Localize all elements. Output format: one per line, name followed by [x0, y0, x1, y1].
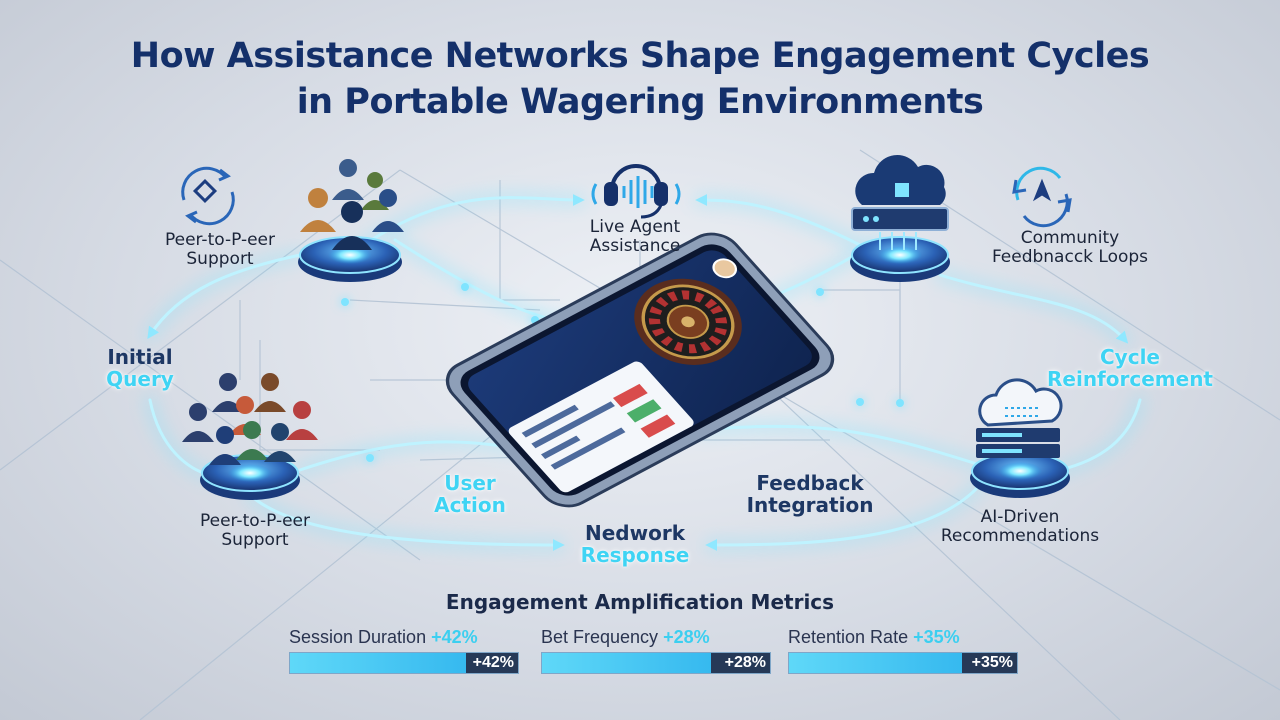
metric-bar-fill	[290, 653, 466, 673]
label-line: Feedback	[756, 471, 864, 495]
metric-label: Retention Rate	[788, 627, 909, 647]
metric-bar-label: +35%	[971, 654, 1013, 671]
node-pad-community	[850, 236, 950, 282]
metric-value: +35%	[913, 627, 960, 647]
metric-bar-label: +42%	[472, 654, 514, 671]
label-line: Reinforcement	[1047, 367, 1213, 391]
roulette-wheel-icon	[634, 278, 742, 365]
label-line: Query	[106, 367, 174, 391]
node-pad-peer-top	[298, 236, 402, 282]
metric-header: Bet Frequency +28%	[541, 627, 771, 648]
metric-value: +28%	[663, 627, 710, 647]
label-peer-support-bottom: Peer-to-P-eer Support	[150, 512, 360, 549]
metric-label: Bet Frequency	[541, 627, 659, 647]
label-ai-recommendations: AI-Driven Recommendations	[910, 508, 1130, 545]
metric-bar-fill	[789, 653, 963, 673]
label-line: Support	[221, 529, 289, 550]
cloud-server-icon	[851, 155, 949, 250]
people-group-icon	[300, 159, 404, 250]
metric-session-duration: Session Duration +42% +42%	[289, 627, 519, 674]
label-line: Feedbnacck Loops	[991, 246, 1149, 267]
metric-bar: +28%	[541, 652, 771, 674]
metric-bar: +35%	[788, 652, 1018, 674]
metric-bar: +42%	[289, 652, 519, 674]
label-line: User	[444, 471, 496, 495]
metric-retention-rate: Retention Rate +35% +35%	[788, 627, 1018, 674]
label-line: Cycle	[1100, 345, 1160, 369]
smartphone-icon	[445, 232, 835, 508]
refresh-diamond-icon	[181, 166, 235, 226]
label-line: AI-Driven	[980, 507, 1060, 527]
label-line: Community	[1020, 228, 1120, 248]
label-line: Recommendations	[940, 525, 1100, 546]
page-title-line-1: How Assistance Networks Shape Engagement…	[130, 36, 1150, 76]
label-line: Nedwork	[585, 521, 685, 545]
label-line: Response	[580, 543, 690, 567]
node-pad-ai	[970, 452, 1070, 498]
label-peer-support-top: Peer-to-P-eer Support	[120, 231, 320, 268]
cloud-server-icon	[976, 378, 1063, 458]
metrics-title: Engagement Amplification Metrics	[445, 590, 835, 614]
flow-initial-query: Initial Query	[80, 346, 200, 390]
metric-bet-frequency: Bet Frequency +28% +28%	[541, 627, 771, 674]
metric-bar-label: +28%	[724, 654, 766, 671]
metric-bar-fill	[542, 653, 711, 673]
label-community-feedback: Community Feedbnacck Loops	[940, 229, 1200, 266]
refresh-compass-icon	[1012, 166, 1072, 228]
label-live-agent: Live Agent Assistance	[530, 218, 740, 255]
flow-user-action: User Action	[400, 472, 540, 516]
headset-icon	[591, 164, 681, 219]
flow-cycle-reinforcement: Cycle Reinforcement	[1030, 346, 1230, 390]
label-line: Assistance	[589, 235, 681, 256]
flow-network-response: Nedwork Response	[550, 522, 720, 566]
label-line: Support	[186, 248, 254, 269]
label-line: Action	[434, 493, 506, 517]
metric-label: Session Duration	[289, 627, 427, 647]
label-line: Live Agent	[589, 217, 681, 237]
metric-header: Session Duration +42%	[289, 627, 519, 648]
label-line: Integration	[746, 493, 874, 517]
people-group-icon	[182, 373, 318, 465]
label-line: Peer-to-P-eer	[164, 230, 276, 250]
label-line: Initial	[107, 345, 173, 369]
page-title-line-2: in Portable Wagering Environments	[296, 82, 984, 122]
metric-header: Retention Rate +35%	[788, 627, 1018, 648]
metric-value: +42%	[431, 627, 478, 647]
flow-feedback-integration: Feedback Integration	[720, 472, 900, 516]
label-line: Peer-to-P-eer	[199, 511, 311, 531]
